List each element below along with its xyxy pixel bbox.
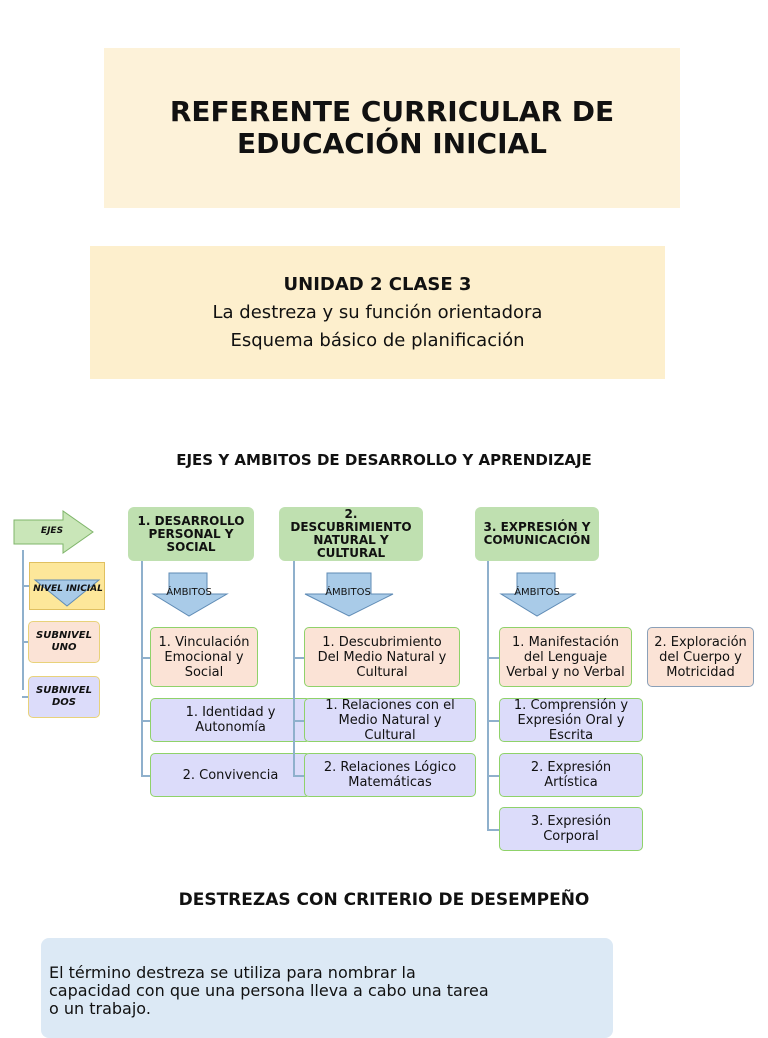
axis-header-1: 1. DESARROLLO PERSONAL Y SOCIAL [128,507,254,561]
destrezas-description: El término destreza se utiliza para nomb… [49,963,489,1018]
unit-subtitle-1: La destreza y su función orientadora [212,301,543,323]
destrezas-description-box: El término destreza se utiliza para nomb… [41,938,613,1038]
axis-header-2: 2. DESCUBRIMIENTO NATURAL Y CULTURAL [279,507,423,561]
ambito-1-3: 2. Convivencia [150,753,311,797]
ambito-2-1: 1. Descubrimiento Del Medio Natural y Cu… [304,627,460,687]
level-subnivel-dos: SUBNIVEL DOS [28,676,100,718]
diagram-title: EJES Y AMBITOS DE DESARROLLO Y APRENDIZA… [176,451,592,469]
page-title: REFERENTE CURRICULAR DE EDUCACIÓN INICIA… [169,95,615,160]
ambito-3-4: 3. Expresión Corporal [499,807,643,851]
ambitos-arrow-icon [151,572,229,617]
ambito-3-extra: 2. Exploración del Cuerpo y Motricidad [647,627,754,687]
ambito-3-2: 1. Comprensión y Expresión Oral y Escrit… [499,698,643,743]
ambito-1-1: 1. Vinculación Emocional y Social [150,627,258,687]
unit-heading: UNIDAD 2 CLASE 3 [283,273,472,295]
ambitos-arrow-icon [499,572,577,617]
ambito-2-2: 1. Relaciones con el Medio Natural y Cul… [304,698,476,743]
level-subnivel-uno: SUBNIVEL UNO [28,621,100,663]
title-banner: REFERENTE CURRICULAR DE EDUCACIÓN INICIA… [104,48,680,208]
nivel-inicial-arrow-icon [29,562,105,610]
levels-connector [22,550,24,690]
ambitos-label-2: ÁMBITOS [325,587,371,598]
ambito-1-2: 1. Identidad y Autonomía [150,698,311,742]
unit-banner: UNIDAD 2 CLASE 3 La destreza y su funció… [90,246,665,379]
destrezas-title: DESTREZAS CON CRITERIO DE DESEMPEÑO [178,890,590,910]
ejes-arrow-icon [13,510,94,554]
level-nivel-inicial: NIVEL INICIAL [33,584,103,594]
ambitos-arrow-icon [304,572,394,617]
ambito-3-1: 1. Manifestación del Lenguaje Verbal y n… [499,627,632,687]
ambitos-label-1: ÁMBITOS [166,587,212,598]
ejes-label: EJES [40,526,64,536]
ambito-2-3: 2. Relaciones Lógico Matemáticas [304,753,476,797]
unit-subtitle-2: Esquema básico de planificación [230,329,525,351]
ambitos-label-3: ÁMBITOS [514,587,560,598]
axis-header-3: 3. EXPRESIÓN Y COMUNICACIÓN [475,507,599,561]
ambito-3-3: 2. Expresión Artística [499,753,643,797]
